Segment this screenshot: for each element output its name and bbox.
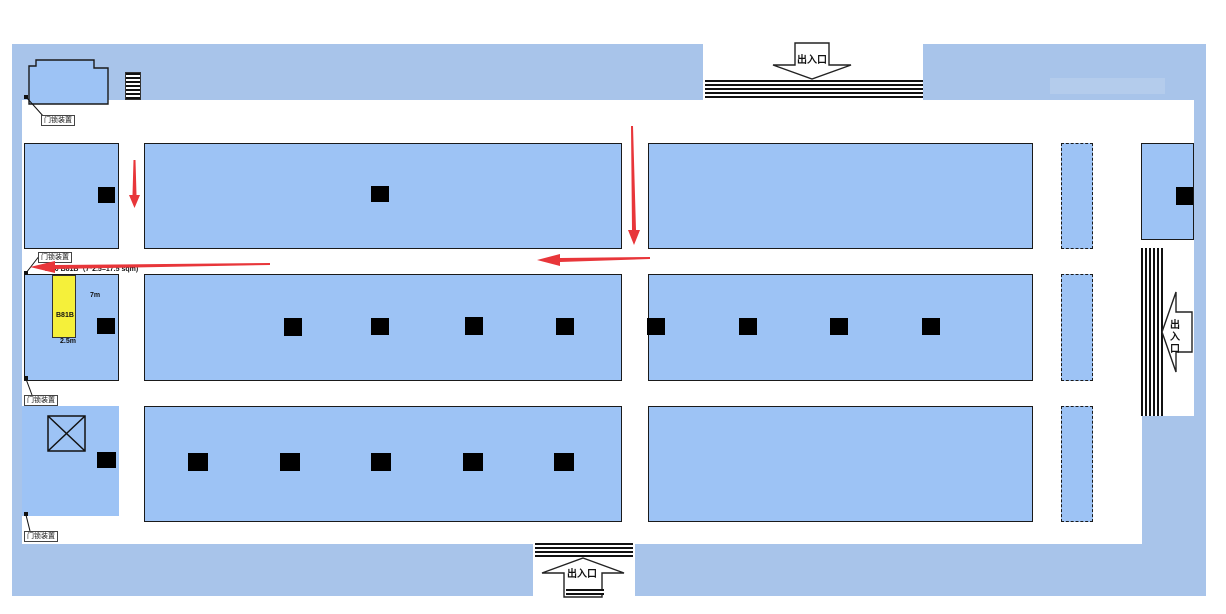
booth-header: 10.0 B81B（7*2.5=17.5 sqm) bbox=[45, 266, 139, 273]
route-arrow-down-left bbox=[129, 160, 140, 208]
door-lock-pointer bbox=[24, 95, 45, 118]
pillar bbox=[922, 318, 940, 335]
top-exit-stripes bbox=[705, 80, 923, 100]
right-exit-char-2: 入 bbox=[1170, 332, 1180, 343]
narrow-hall-3 bbox=[1061, 406, 1093, 522]
door-lock-label: 门锁装置 bbox=[24, 395, 58, 406]
right-exit-stripes bbox=[1141, 248, 1163, 416]
bottom-exit-base bbox=[566, 589, 604, 595]
right-lower-block bbox=[1142, 416, 1194, 546]
hall-row1-right bbox=[648, 143, 1033, 249]
booth-code: B81B bbox=[56, 312, 74, 319]
top-right-strip bbox=[1050, 78, 1165, 94]
pillar bbox=[465, 317, 483, 335]
pillar bbox=[830, 318, 848, 335]
right-exit-char-1: 出 bbox=[1170, 320, 1180, 331]
route-arrow-left-main bbox=[30, 261, 270, 273]
pillar bbox=[98, 187, 115, 203]
door-lock-label: 门锁装置 bbox=[24, 531, 58, 542]
door-lock-pointer bbox=[24, 512, 31, 532]
top-exit-arrow-icon bbox=[772, 42, 852, 80]
pillar bbox=[556, 318, 574, 335]
narrow-hall-2 bbox=[1061, 274, 1093, 381]
bottom-exit-stripes bbox=[535, 543, 633, 557]
elevator-icon bbox=[47, 415, 86, 452]
pillar bbox=[97, 318, 115, 334]
pillar bbox=[647, 318, 665, 335]
pillar bbox=[371, 318, 389, 335]
pillar bbox=[463, 453, 483, 471]
door-lock-pointer bbox=[24, 376, 33, 396]
right-exit-char-3: 口 bbox=[1170, 344, 1180, 355]
booth-depth-label: 2.5m bbox=[60, 338, 76, 345]
bottom-exit-arrow-icon bbox=[541, 557, 625, 598]
pillar bbox=[554, 453, 574, 471]
pillar bbox=[280, 453, 300, 471]
pillar bbox=[371, 453, 391, 471]
pillar bbox=[284, 318, 302, 336]
pillar bbox=[739, 318, 757, 335]
pillar bbox=[188, 453, 208, 471]
narrow-hall-1 bbox=[1061, 143, 1093, 249]
pillar bbox=[97, 452, 116, 468]
top-exit-label: 出入口 bbox=[797, 55, 827, 66]
door-lock-pointer bbox=[24, 254, 41, 275]
hall-row3-right bbox=[648, 406, 1033, 522]
route-arrow-left-center bbox=[537, 254, 650, 266]
booth-b81b[interactable] bbox=[52, 275, 76, 338]
door-lock-label: 门锁装置 bbox=[41, 115, 75, 126]
route-arrow-down-center bbox=[628, 126, 640, 245]
stairs-icon bbox=[125, 72, 141, 100]
pillar bbox=[371, 186, 389, 202]
right-exit-arrow-icon bbox=[1161, 291, 1193, 373]
pillar bbox=[1176, 187, 1193, 205]
booth-width-label: 7m bbox=[90, 292, 101, 299]
office-room-outline bbox=[28, 59, 109, 105]
bottom-exit-label: 出入口 bbox=[567, 569, 597, 580]
